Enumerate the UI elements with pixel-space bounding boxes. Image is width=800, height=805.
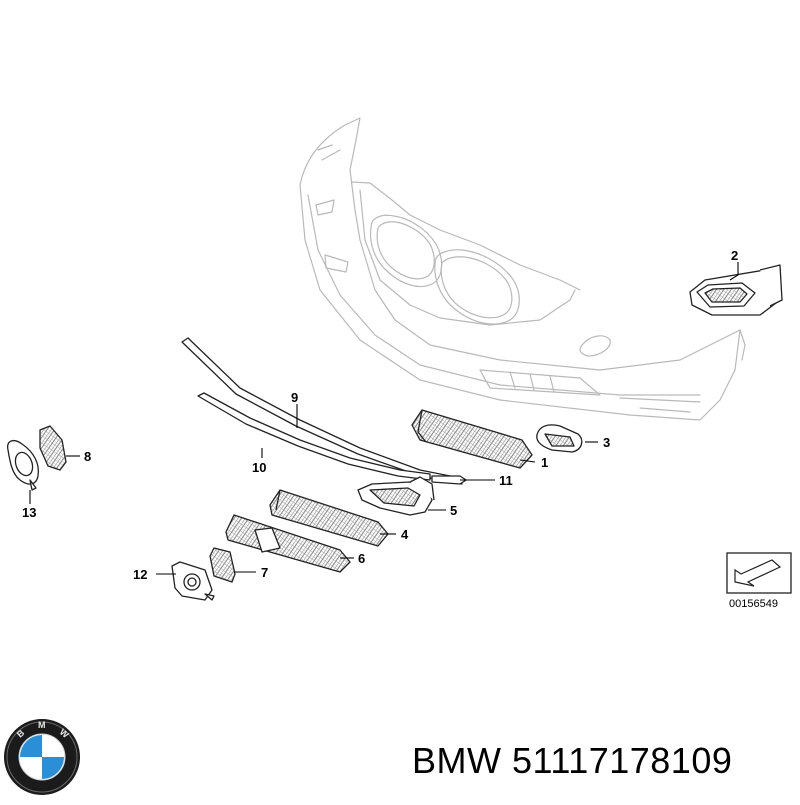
callout-11: 11: [499, 473, 513, 488]
part-12-lamp-frame: [171, 561, 215, 601]
callout-9: 9: [291, 390, 298, 405]
callout-3: 3: [603, 435, 610, 450]
callout-4: 4: [401, 527, 409, 542]
part-number-caption: BMW 51117178109: [412, 740, 733, 781]
reference-box: 00156549: [726, 552, 792, 610]
part-7-small-grille: [209, 547, 236, 583]
part-10-trim-strip: [197, 392, 431, 481]
callout-13: 13: [22, 505, 36, 520]
callout-12: 12: [133, 567, 147, 582]
callout-1: 1: [541, 455, 548, 470]
callout-labels: 2 3 1 9 10 11 5 4 6 7 12 8 13: [22, 248, 738, 582]
part-2-air-duct: [689, 264, 783, 316]
part-5-bracket: [357, 476, 435, 516]
callout-7: 7: [261, 565, 268, 580]
callout-6: 6: [358, 551, 365, 566]
part-1-side-grille: [411, 409, 533, 469]
front-bumper-outline: [299, 117, 746, 421]
part-13-ring-trim: [7, 439, 40, 491]
arrow-icon: [734, 559, 782, 587]
callout-2: 2: [731, 248, 738, 263]
part-3-cover: [536, 424, 583, 453]
part-8-grille-piece: [39, 425, 67, 471]
bmw-logo: B M W: [4, 719, 80, 795]
callout-10: 10: [252, 460, 266, 475]
leader-lines: [29, 262, 739, 575]
svg-text:M: M: [38, 720, 46, 730]
part-6-lower-grille: [225, 514, 351, 573]
callout-5: 5: [450, 503, 457, 518]
svg-text:B: B: [15, 727, 27, 739]
callout-8: 8: [84, 449, 91, 464]
reference-number: 00156549: [729, 598, 778, 610]
part-11-strip: [431, 475, 467, 485]
